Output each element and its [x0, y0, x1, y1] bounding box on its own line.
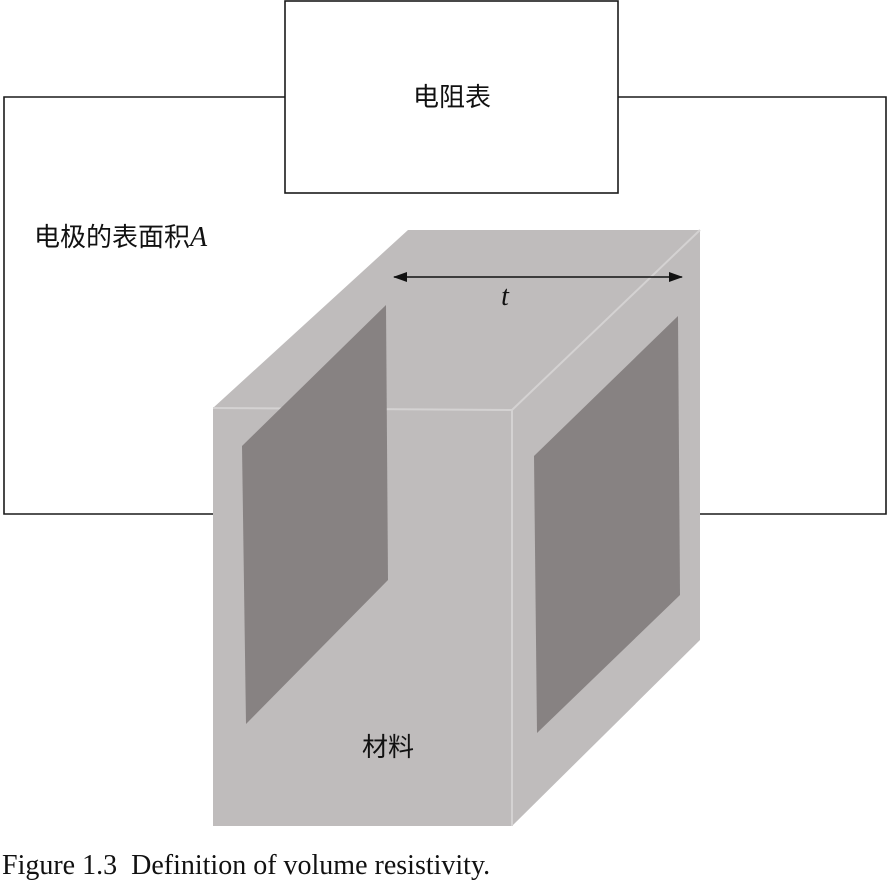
material-label: 材料: [362, 733, 414, 763]
electrode-area-label: 电极的表面积A: [34, 222, 208, 253]
left-electrode: [242, 305, 388, 724]
left-wire: [3, 96, 285, 515]
right-wire: [618, 96, 887, 515]
right-electrode: [534, 316, 680, 733]
resistance-meter-label: 电阻表: [413, 83, 491, 113]
thickness-label: t: [501, 281, 510, 312]
figure-number: Figure 1.3: [2, 850, 118, 881]
figure-caption: Figure 1.3 Definition of volume resistiv…: [2, 850, 490, 882]
resistance-meter-box: [284, 0, 619, 194]
material-top-right-edge: [511, 229, 701, 411]
figure-caption-text: Definition of volume resistivity.: [131, 850, 491, 881]
